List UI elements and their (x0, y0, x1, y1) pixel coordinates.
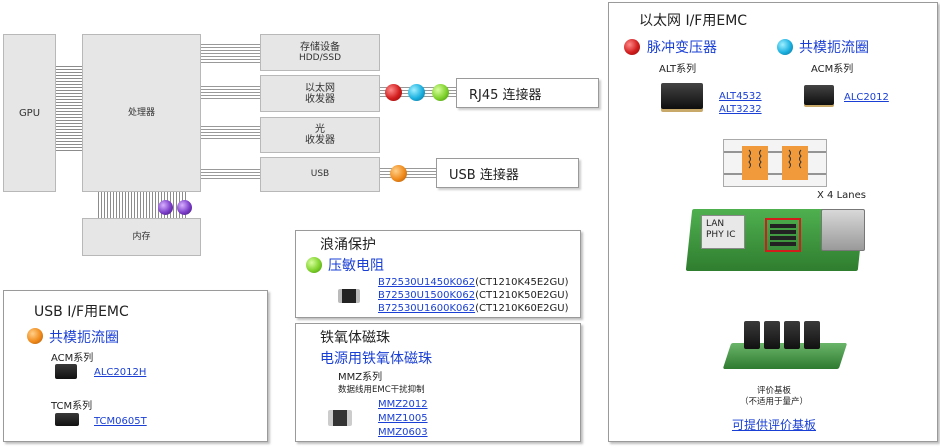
ferrite-series: MMZ系列 (338, 372, 383, 383)
link-b72530u1450k062[interactable]: B72530U1450K062 (378, 277, 476, 288)
link-mmz1005[interactable]: MMZ1005 (378, 413, 428, 424)
rj45-jack-icon (821, 209, 865, 251)
link-alc2012[interactable]: ALC2012 (844, 92, 889, 103)
link-mmz0603[interactable]: MMZ0603 (378, 427, 428, 438)
eval-board-label-1: 评价基板 (756, 386, 791, 396)
link-alc2012h[interactable]: ALC2012H (94, 367, 147, 378)
lanes-label: X 4 Lanes (817, 190, 866, 201)
alt-series: ALT系列 (659, 64, 697, 75)
memory-bead-purple-1 (158, 200, 173, 215)
usb-connector: USB 连接器 (436, 158, 579, 188)
tcm-chip-icon (55, 413, 79, 426)
ferrite-bead-icon (328, 410, 352, 426)
surge-note-1: (CT1210K45E2GU) (475, 277, 569, 288)
usb-emc-panel: USB I/F用EMC 共模扼流圈 ACM系列 ALC2012H TCM系列 T… (3, 290, 268, 442)
highlight-chips (770, 224, 796, 246)
memory-bead-purple-2 (177, 200, 192, 215)
usb-connector-label: USB 连接器 (449, 167, 519, 183)
surge-row-2: B72530U1500K062(CT1210K50E2GU) (378, 290, 568, 301)
acm-choke-icon (804, 85, 834, 105)
link-b72530u1500k062[interactable]: B72530U1500K062 (378, 290, 476, 301)
usb-series-tcm: TCM系列 (51, 401, 93, 412)
ethernet-label-2: 收发器 (305, 93, 335, 105)
ethernet-panel-title: 以太网 I/F用EMC (639, 13, 748, 29)
optical-bus (201, 126, 260, 139)
eval-board-link-wrap: 可提供评价基板 (609, 414, 939, 433)
surge-protection-panel: 浪涌保护 压敏电阻 B72530U1450K062(CT1210K45E2GU)… (295, 230, 581, 318)
transformer-schematic (723, 139, 827, 187)
ferrite-bead-panel: 铁氧体磁珠 电源用铁氧体磁珠 MMZ系列 数据线用EMC干扰抑制 MMZ2012… (295, 323, 581, 442)
ethernet-red-icon (624, 39, 640, 55)
storage-bus (201, 44, 260, 63)
varistor-icon (338, 289, 360, 303)
surge-note-2: (CT1210K50E2GU) (475, 290, 569, 301)
eval-chip-3 (784, 321, 800, 349)
memory-bus (98, 192, 188, 218)
link-tcm0605t[interactable]: TCM0605T (94, 416, 147, 427)
ethernet-blue-icon (777, 39, 793, 55)
eval-chip-4 (804, 321, 820, 349)
rj45-label: RJ45 连接器 (469, 87, 542, 103)
link-b72530u1600k062[interactable]: B72530U1600K062 (378, 303, 476, 314)
optical-label-2: 收发器 (305, 135, 335, 146)
usb-panel-orange-icon (27, 328, 43, 344)
link-alt3232[interactable]: ALT3232 (719, 104, 762, 115)
eval-chip-1 (744, 321, 760, 349)
ethernet-emc-panel: 以太网 I/F用EMC 脉冲变压器 共模扼流圈 ALT系列 ACM系列 ALT4… (608, 2, 938, 442)
storage-label-2: HDD/SSD (298, 52, 342, 63)
bead-blue (408, 84, 425, 101)
acm-series: ACM系列 (811, 64, 854, 75)
alt-transformer-icon (661, 83, 703, 109)
usb-series-acm: ACM系列 (51, 353, 94, 364)
ethernet-label-1: 以太网 (305, 82, 335, 94)
schematic-svg (724, 146, 826, 180)
usb-bus (201, 169, 260, 179)
usb-panel-subtitle: 共模扼流圈 (49, 330, 119, 346)
gpu-processor-bus (56, 66, 82, 152)
rj45-connector: RJ45 连接器 (456, 78, 599, 108)
memory-label: 内存 (132, 231, 151, 242)
bead-green (432, 84, 449, 101)
processor-block: 处理器 (82, 34, 201, 192)
link-eval-board[interactable]: 可提供评价基板 (731, 418, 816, 432)
memory-block: 内存 (82, 218, 201, 256)
usb-connector-line (380, 168, 436, 180)
surge-row-1: B72530U1450K062(CT1210K45E2GU) (378, 277, 568, 288)
pulse-transformer-subtitle: 脉冲变压器 (647, 40, 717, 56)
surge-green-icon (306, 257, 322, 273)
phy-ic-label: PHY IC (706, 230, 736, 240)
gpu-label: GPU (18, 107, 41, 119)
surge-subtitle: 压敏电阻 (328, 258, 384, 274)
eval-chip-2 (764, 321, 780, 349)
optical-transceiver-block: 光收发器 (260, 117, 380, 153)
eval-board-label-2: （不适用于量产） (739, 397, 808, 407)
ferrite-subtitle: 电源用铁氧体磁珠 (320, 351, 432, 367)
usb-block-label: USB (310, 169, 330, 179)
surge-note-3: (CT1210K60E2GU) (475, 303, 569, 314)
processor-label: 处理器 (127, 107, 155, 118)
highlight-box (765, 218, 801, 252)
link-alt4532[interactable]: ALT4532 (719, 91, 762, 102)
link-mmz2012[interactable]: MMZ2012 (378, 399, 428, 410)
usb-block: USB (260, 157, 380, 192)
common-mode-choke-subtitle: 共模扼流圈 (799, 40, 869, 56)
optical-label-1: 光 (315, 124, 325, 135)
phy-ic-chip: LAN PHY IC (701, 215, 745, 249)
ferrite-title: 铁氧体磁珠 (320, 330, 390, 346)
surge-row-3: B72530U1600K062(CT1210K60E2GU) (378, 303, 568, 314)
usb-panel-title: USB I/F用EMC (34, 304, 129, 320)
lan-label: LAN (706, 219, 725, 229)
bead-orange (390, 165, 407, 182)
ethernet-transceiver-block: 以太网收发器 (260, 75, 380, 112)
surge-title: 浪涌保护 (320, 237, 376, 253)
bead-red (385, 84, 402, 101)
ferrite-desc: 数据线用EMC干扰抑制 (338, 385, 425, 395)
gpu-block: GPU (3, 34, 56, 192)
acm-chip-icon (55, 364, 77, 379)
ethernet-bus (201, 86, 260, 99)
storage-label-1: 存储设备 (300, 41, 340, 53)
